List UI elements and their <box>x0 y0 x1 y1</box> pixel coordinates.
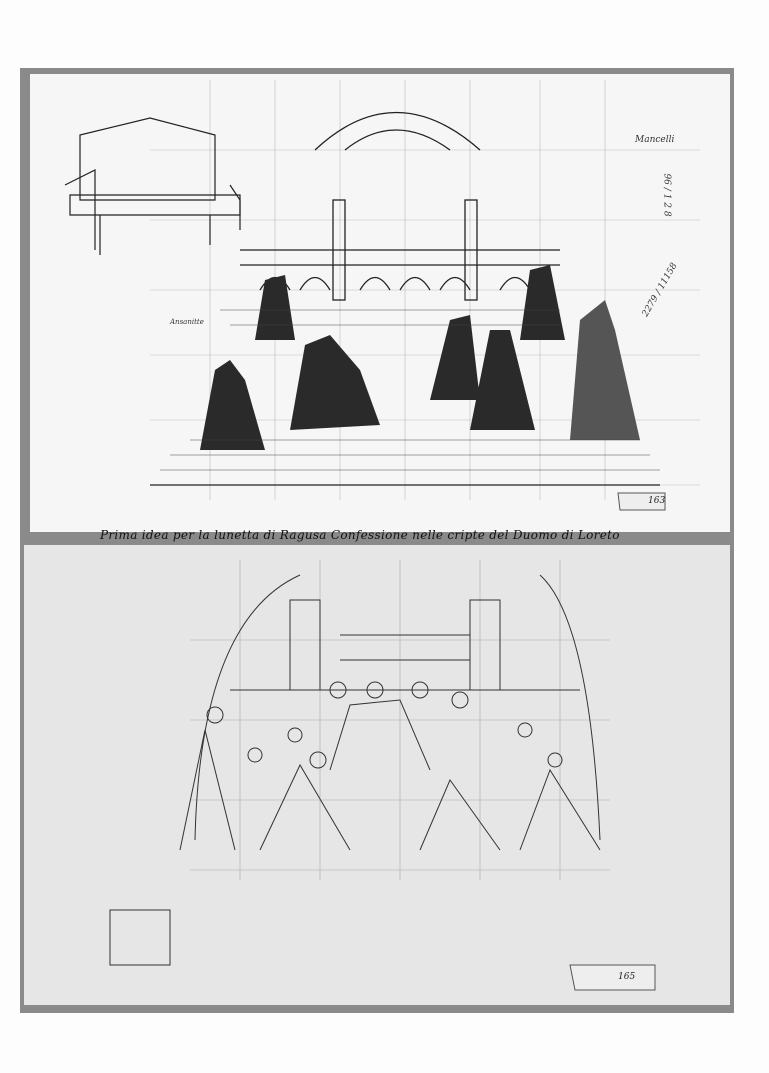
bottom-sheet-number: 165 <box>618 972 636 982</box>
floor-hatching <box>160 309 660 471</box>
lunette-sketch <box>109 574 601 966</box>
number-tags <box>569 492 666 991</box>
figure-group-top <box>200 265 640 450</box>
bottom-grid <box>190 560 610 880</box>
fraction-note-1: 96 / 1 2 8 <box>661 173 672 217</box>
throne-sketch <box>64 117 241 255</box>
top-sheet-number: 163 <box>648 496 666 506</box>
corner-note: Mancelli <box>635 135 675 145</box>
side-label: Ansanitte <box>170 318 204 326</box>
scene-architecture <box>150 112 660 486</box>
handwritten-caption: Prima idea per la lunetta di Ragusa Conf… <box>100 528 620 542</box>
top-drawing-sheet <box>30 74 730 532</box>
bottom-drawing-sheet <box>24 545 730 1005</box>
